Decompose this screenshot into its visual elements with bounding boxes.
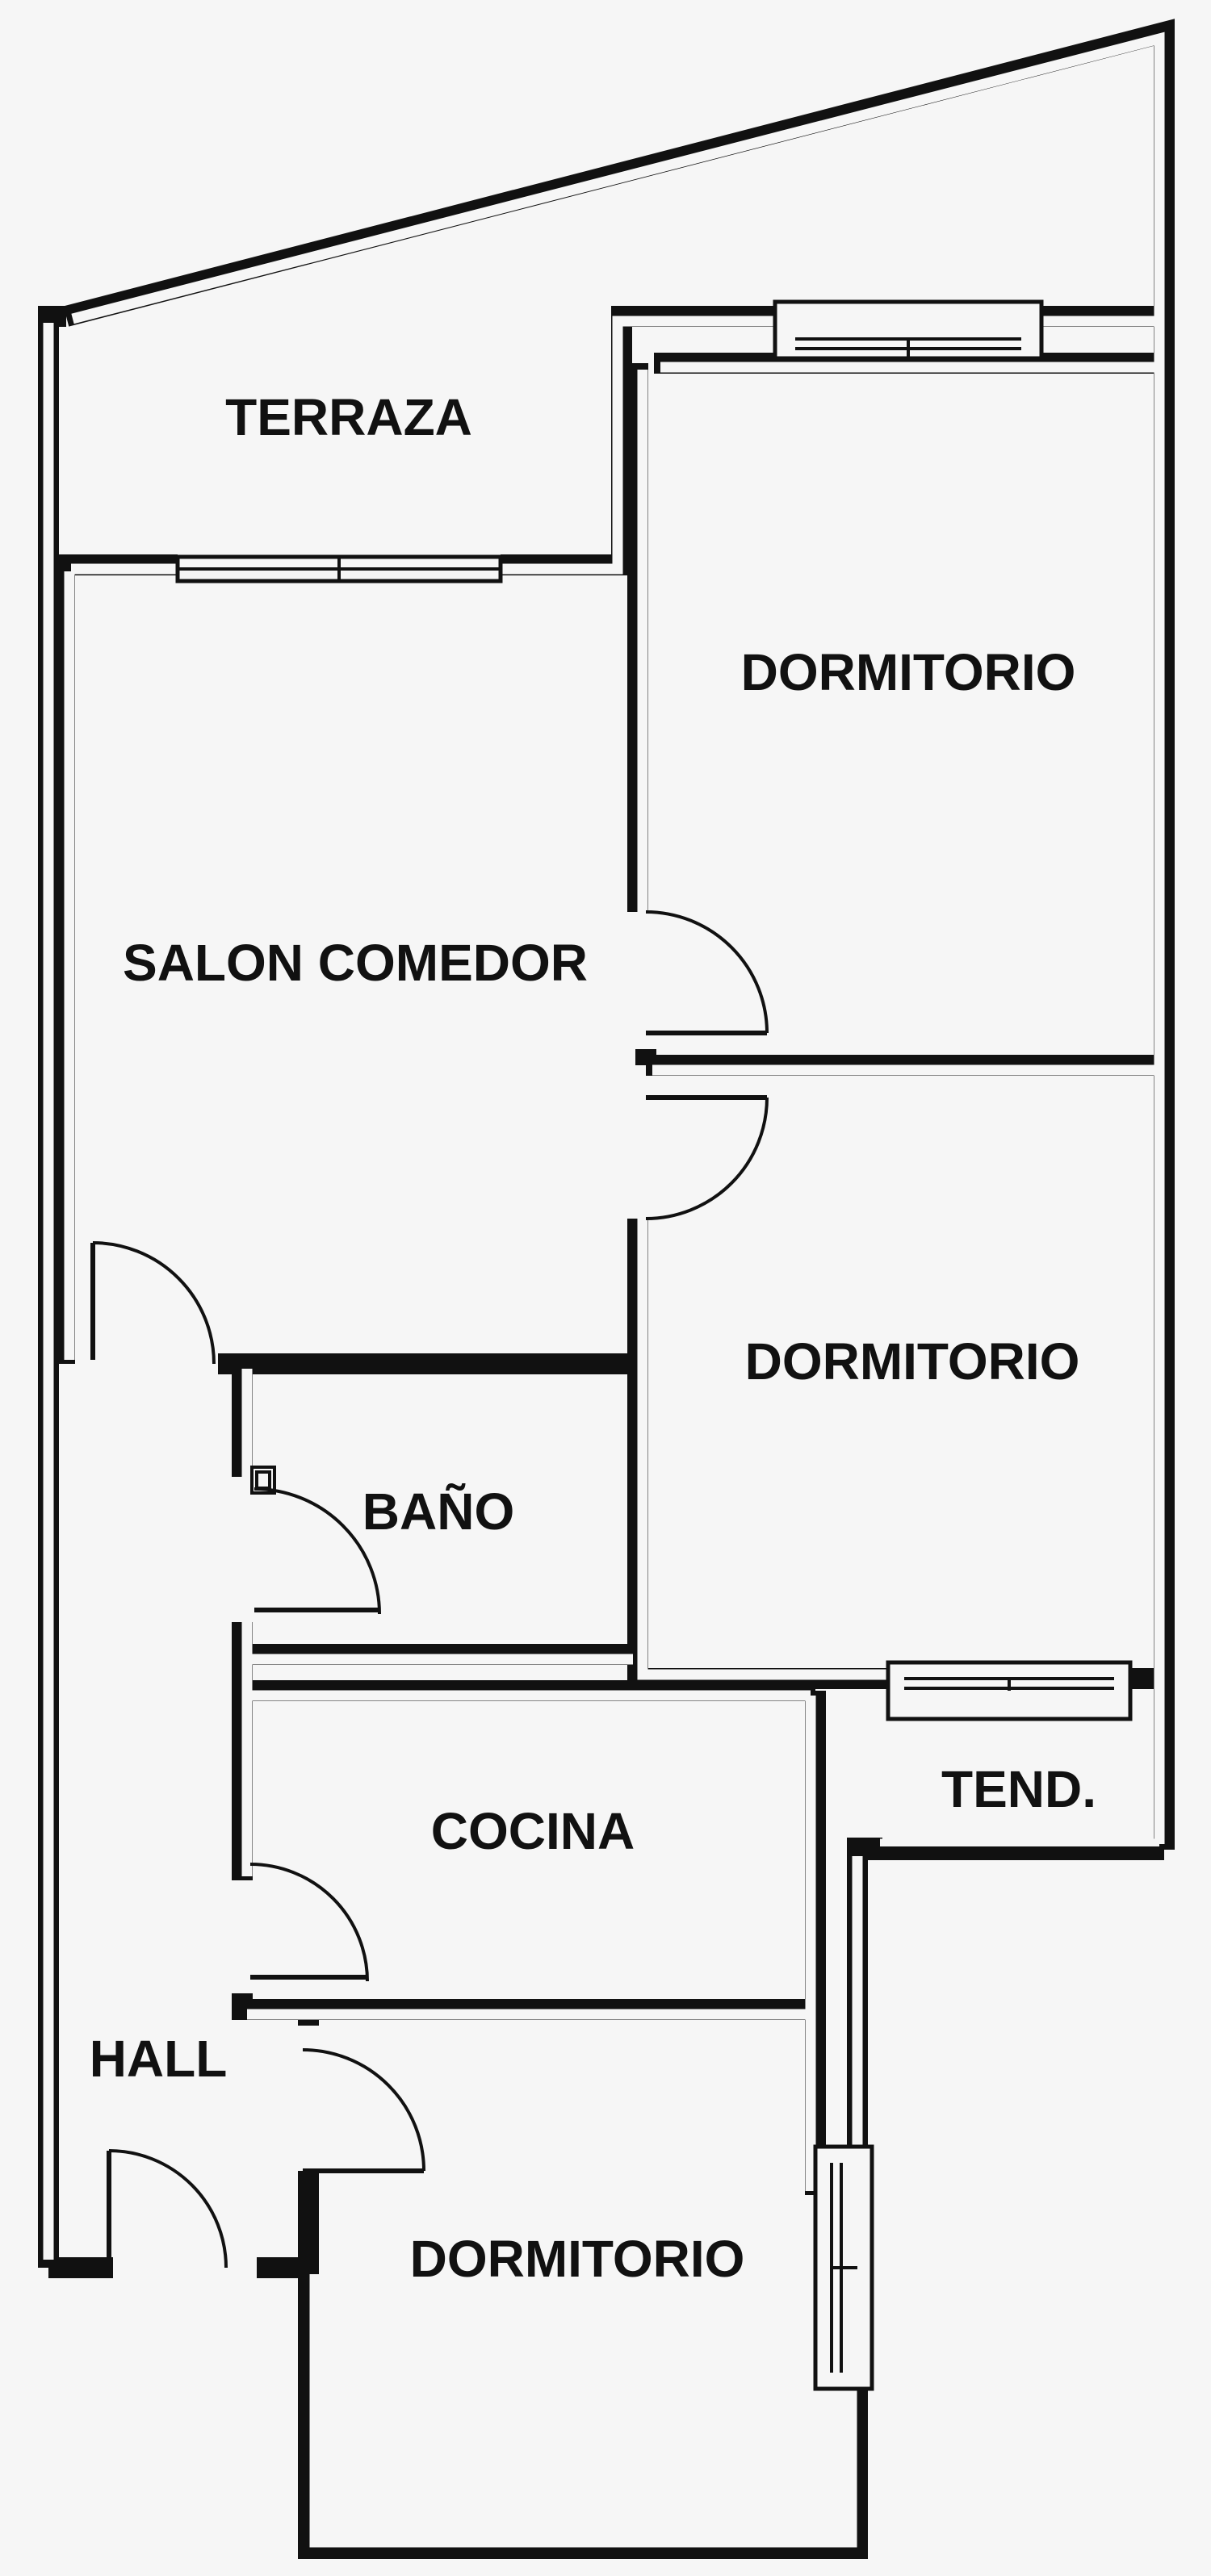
room-label-terraza: TERRAZA bbox=[225, 388, 472, 446]
doors bbox=[90, 910, 769, 2269]
wall-segments bbox=[38, 19, 1175, 2559]
window-tend bbox=[886, 1660, 1133, 1721]
windows bbox=[175, 299, 1159, 2391]
window-terraza bbox=[175, 554, 503, 583]
walls bbox=[38, 19, 1175, 2559]
room-label-tend: TEND. bbox=[941, 1760, 1096, 1818]
door-salon bbox=[90, 1241, 216, 1365]
window-dormitorio-bottom bbox=[813, 2144, 874, 2391]
room-label-bano: BAÑO bbox=[362, 1482, 514, 1541]
room-label-dormitorio-1: DORMITORIO bbox=[741, 643, 1076, 701]
door-dormitorio-1 bbox=[645, 910, 769, 1035]
room-label-dormitorio-2: DORMITORIO bbox=[745, 1332, 1080, 1390]
door-cocina bbox=[249, 1863, 369, 1982]
door-dormitorio-3 bbox=[302, 2048, 425, 2173]
window-dormitorio-top bbox=[773, 299, 1044, 361]
room-labels: TERRAZA DORMITORIO SALON COMEDOR DORMITO… bbox=[90, 388, 1096, 2288]
room-label-salon-comedor: SALON COMEDOR bbox=[123, 934, 588, 992]
door-dormitorio-2 bbox=[645, 1095, 769, 1220]
door-entrance bbox=[107, 2149, 228, 2269]
door-bano bbox=[250, 1466, 381, 1615]
wall-inner-lines bbox=[43, 31, 1165, 2548]
room-label-dormitorio-3: DORMITORIO bbox=[410, 2230, 745, 2288]
room-label-cocina: COCINA bbox=[431, 1802, 635, 1860]
room-label-hall: HALL bbox=[90, 2030, 228, 2088]
